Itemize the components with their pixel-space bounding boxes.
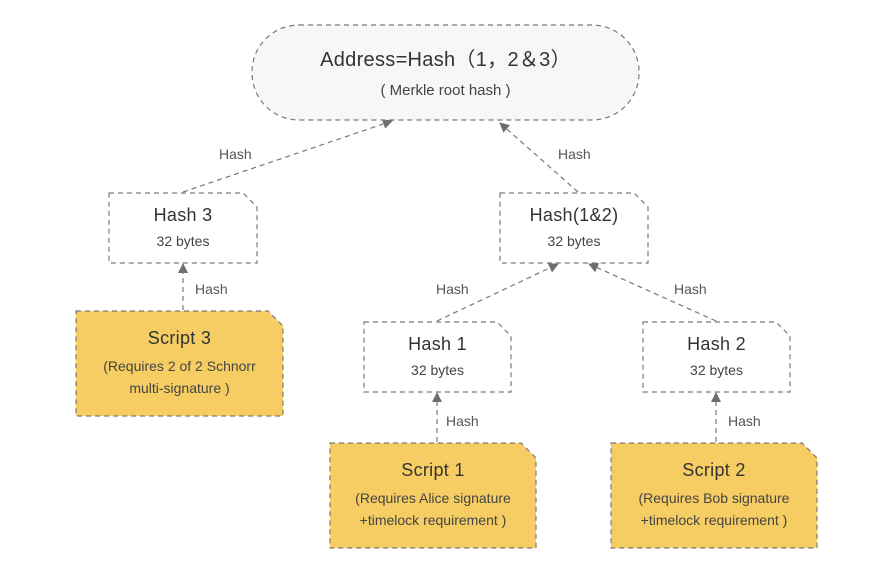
script3-description: (Requires 2 of 2 Schnorr multi-signature… [103,355,256,399]
hash1-node: Hash 1 32 bytes [363,321,512,393]
script1-description: (Requires Alice signature +timelock requ… [355,487,511,531]
edge-label-hash2-to-hash12: Hash [674,281,707,297]
hash2-title: Hash 2 [687,333,746,354]
hash3-title: Hash 3 [153,204,213,225]
hash12-size: 32 bytes [547,232,601,249]
edge-hash1-to-hash12 [436,263,559,322]
script1-node: Script 1 (Requires Alice signature +time… [329,442,537,549]
hash2-size: 32 bytes [690,361,743,378]
script3-node: Script 3 (Requires 2 of 2 Schnorr multi-… [75,310,284,417]
merkle-root-node: Address=Hash（1，2＆3） ( Merkle root hash ) [251,24,640,121]
script2-description-line1: (Requires Bob signature [638,490,790,506]
hash2-shape [642,321,791,393]
edge-label-hash1-to-hash12: Hash [436,281,469,297]
script3-title: Script 3 [147,328,212,348]
script1-title: Script 1 [401,460,465,480]
script3-description-line2: multi-signature ) [129,380,230,396]
script1-description-line1: (Requires Alice signature [355,490,511,506]
hash3-shape [108,192,258,264]
root-pill-shape [251,24,640,121]
script2-description-line2: +timelock requirement ) [640,512,788,528]
edge-label-hash3-to-root: Hash [219,146,252,162]
edge-label-script1-to-hash1: Hash [446,413,479,429]
hash1-title: Hash 1 [408,333,467,354]
hash1-size: 32 bytes [411,361,464,378]
edge-hash3-to-root [182,119,393,193]
hash12-shape [499,192,649,264]
script2-title: Script 2 [682,460,746,480]
root-subtitle: ( Merkle root hash ) [380,82,511,99]
script2-node: Script 2 (Requires Bob signature +timelo… [610,442,818,549]
hash3-node: Hash 3 32 bytes [108,192,258,264]
script3-shape [75,310,284,417]
script1-description-line2: +timelock requirement ) [359,512,507,528]
edge-label-script2-to-hash2: Hash [728,413,761,429]
edge-label-hash12-to-root: Hash [558,146,591,162]
hash3-size: 32 bytes [156,232,210,249]
edge-label-script3-to-hash3: Hash [195,281,228,297]
script2-shape [610,442,818,549]
hash1-shape [363,321,512,393]
hash12-node: Hash(1&2) 32 bytes [499,192,649,264]
script1-shape [329,442,537,549]
hash12-title: Hash(1&2) [529,204,619,225]
script3-description-line1: (Requires 2 of 2 Schnorr [103,358,256,374]
script2-description: (Requires Bob signature +timelock requir… [639,487,790,531]
root-title: Address=Hash（1，2＆3） [320,49,571,71]
hash2-node: Hash 2 32 bytes [642,321,791,393]
